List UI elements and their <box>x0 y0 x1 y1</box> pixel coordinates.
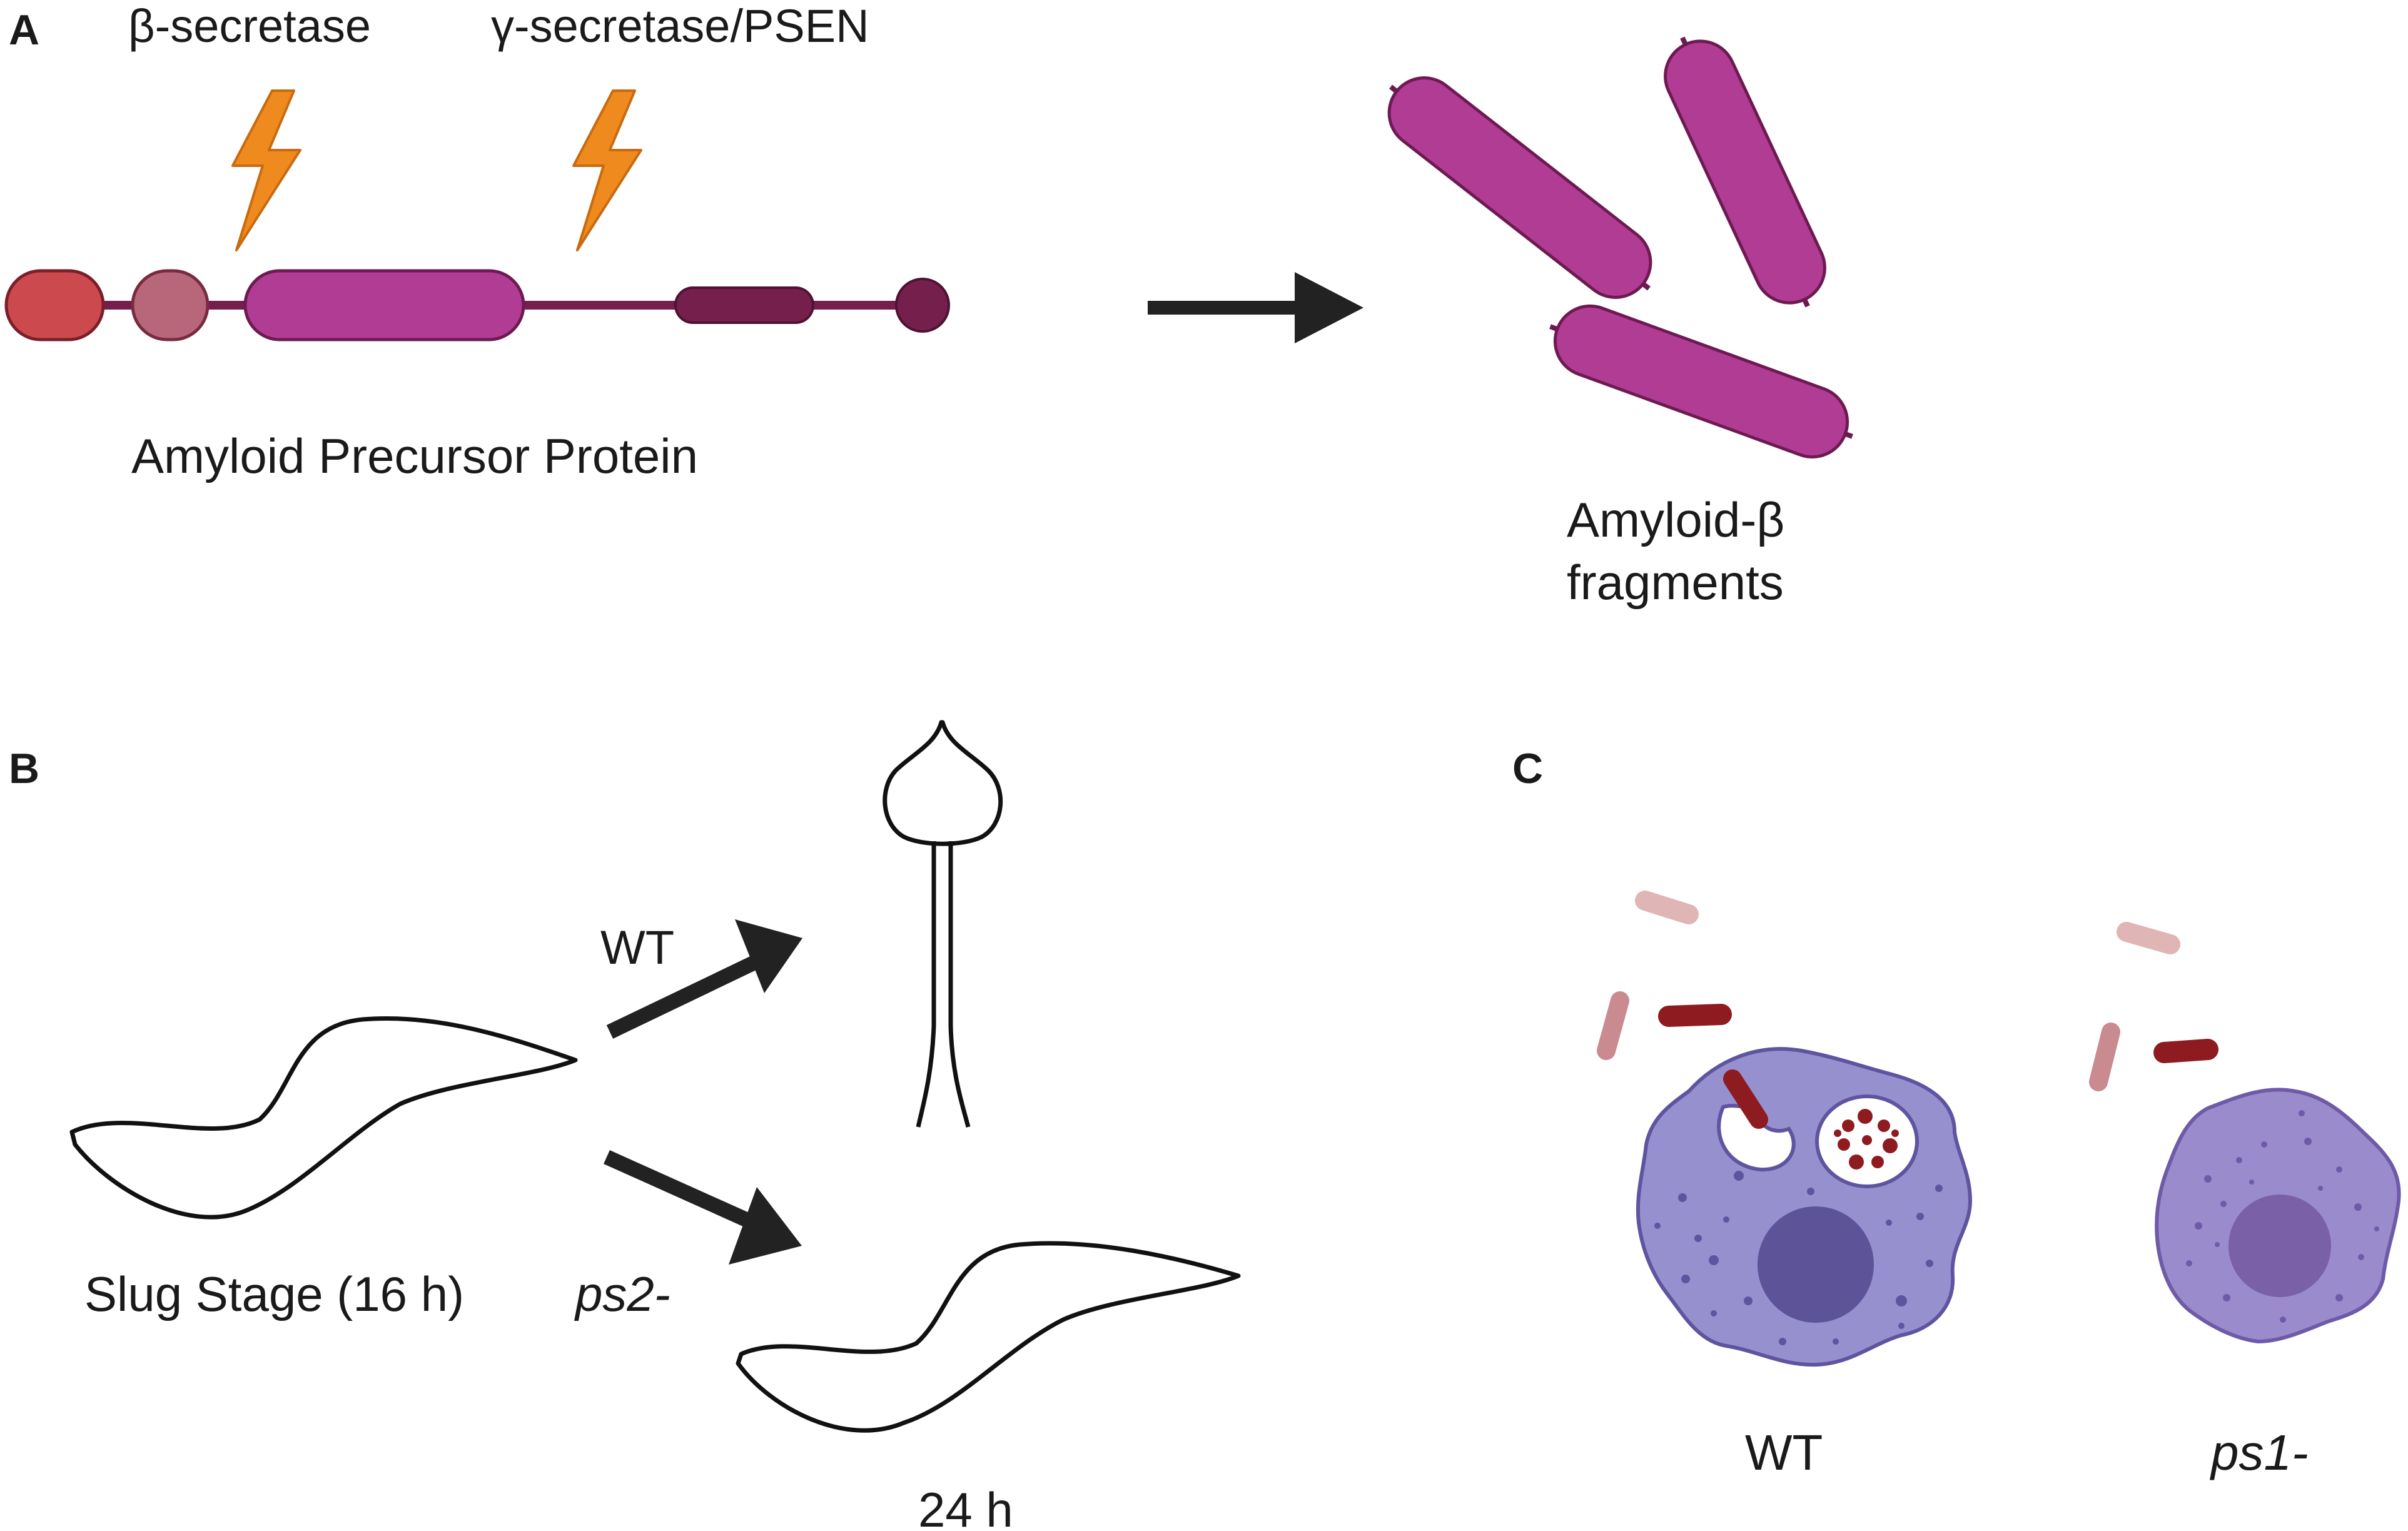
degraded-fragments <box>1834 1109 1899 1170</box>
fragments-label-line1: Amyloid-β <box>1567 492 1785 547</box>
fragment-light <box>2117 922 2180 954</box>
fragments-label-line2: fragments <box>1567 555 1784 610</box>
fragment-dark <box>2153 1039 2218 1063</box>
cell-ps1 <box>2155 1088 2401 1344</box>
app-domain-dark <box>674 286 814 324</box>
beta-secretase-label: β-secretase <box>128 0 372 52</box>
amyloid-beta-fragments <box>1387 36 1853 459</box>
cell-wt <box>1636 1047 1973 1367</box>
lightning-beta-secretase-icon <box>231 89 301 251</box>
ps2-label: ps2- <box>575 1266 670 1321</box>
slug-stage-label: Slug Stage (16 h) <box>84 1266 465 1321</box>
gamma-secretase-label: γ-secretase/PSEN <box>491 0 869 52</box>
fragment-rod <box>1549 304 1853 459</box>
slug-outline <box>69 1016 578 1220</box>
arrow-ps2 <box>604 1150 802 1265</box>
wt-label-b: WT <box>600 921 675 974</box>
nucleus-ps1 <box>2228 1195 2331 1297</box>
lightning-gamma-secretase-icon <box>572 89 642 251</box>
fragment-rod <box>1387 76 1652 299</box>
panel-label-b: B <box>9 745 40 792</box>
app-domain-red <box>4 269 105 341</box>
ps1-label: ps1- <box>2211 1425 2309 1480</box>
fragment-light <box>1635 891 1699 924</box>
panel-label-a: A <box>9 6 40 54</box>
amyloid-precursor-protein <box>4 269 950 341</box>
panel-label-c: C <box>1512 745 1544 792</box>
arrow-cleavage <box>1148 272 1363 343</box>
wt-label-c: WT <box>1745 1425 1823 1480</box>
fruiting-body-outline <box>883 720 1003 1128</box>
app-domain-magenta <box>243 269 525 341</box>
amyloid-fragments-wt <box>1597 891 1732 1060</box>
fragment-light <box>1597 991 1629 1060</box>
fragment-dark <box>1658 1004 1732 1027</box>
fragment-rod <box>1664 36 1826 308</box>
app-domain-mauve <box>131 269 210 341</box>
amyloid-fragments-ps1 <box>2089 922 2218 1091</box>
fragment-light <box>2089 1023 2120 1091</box>
time-24h-label: 24 h <box>918 1482 1013 1531</box>
app-terminal-circle <box>895 278 950 333</box>
cytoplasm-dots <box>2186 1110 2379 1323</box>
nucleus-wt <box>1758 1206 1874 1323</box>
fragment-dark <box>1723 1069 1768 1129</box>
cytoplasm-dots <box>1654 1171 1943 1345</box>
slug-outline-24h <box>736 1241 1241 1433</box>
app-label: Amyloid Precursor Protein <box>131 428 698 483</box>
arrow-wt <box>606 919 802 1039</box>
